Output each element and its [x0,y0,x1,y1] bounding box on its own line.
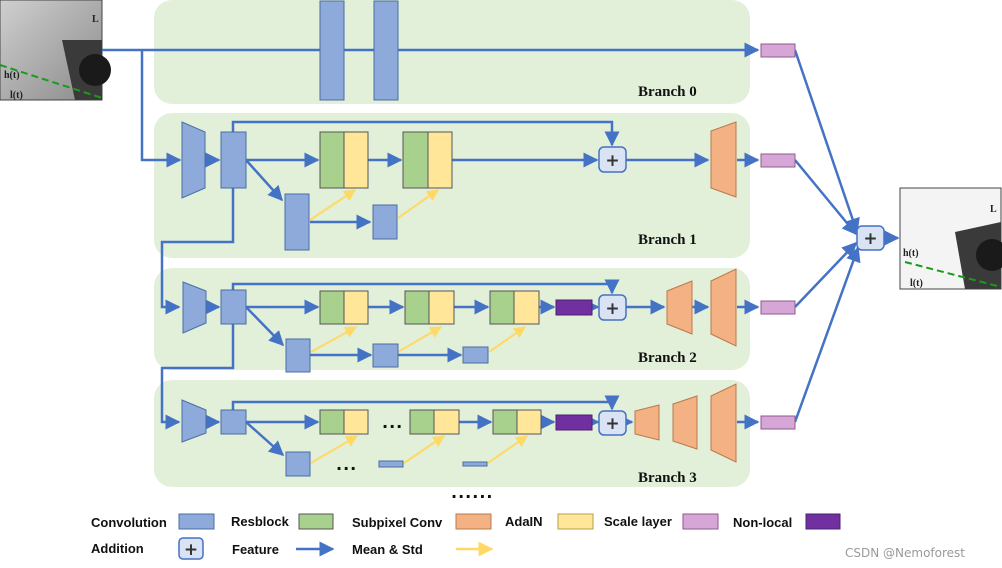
subpixel-conv [710,268,737,347]
convolution-block [373,0,399,101]
output-scale-layer [760,300,796,315]
resblock [319,409,345,435]
convolution-block [462,346,489,364]
final-addition-node: + [856,225,885,251]
output-scale-layer [760,43,796,58]
legend-adain-swatch [557,513,594,530]
scale-layer [513,290,540,325]
encoder-convolution [181,399,207,443]
convolution-block [220,131,247,189]
convolution-block [220,289,247,325]
legend-feature-label: Feature [232,542,279,557]
legend-scale-layer-swatch [682,513,719,530]
encoder-convolution [182,281,207,334]
legend-mean-std-label: Mean & Std [352,542,423,557]
svg-text:+: + [605,151,619,171]
convolution-block [284,193,310,251]
convolution-block [372,204,398,240]
subpixel-conv [672,395,698,450]
svg-text:+: + [184,540,198,560]
resblock [319,290,345,325]
scale-layer [427,131,453,189]
scale-layer [516,409,542,435]
convolution-block [285,338,311,373]
legend-convolution-swatch [178,513,215,530]
legend-subpixel-swatch [455,513,492,530]
legend-scale-layer-label: Scale layer [604,514,672,529]
subpixel-conv [710,121,737,198]
branch-label: Branch 0 [638,84,697,100]
convolution-block [462,461,488,467]
scale-layer [343,290,369,325]
addition-node: + [598,410,627,436]
output-image-label: h(t) [903,248,919,259]
input-image-label: l(t) [10,90,23,101]
resblock [409,409,435,435]
convolution-block [220,409,247,435]
watermark: CSDN @Nemoforest [845,546,965,560]
svg-text:+: + [863,229,877,249]
legend-resblock-label: Resblock [231,514,290,529]
input-image: L h(t) l(t) [0,0,111,101]
output-image: L h(t) l(t) [899,187,1002,290]
legend-adain-label: AdaIN [505,514,543,529]
output-scale-layer [760,153,796,168]
more-branches-ellipsis: ······ [451,487,493,506]
convolution-block [319,0,345,101]
addition-node: + [598,294,627,321]
addition-node: + [598,146,627,173]
input-image-label: h(t) [4,70,20,81]
legend-non-local-label: Non-local [733,515,792,530]
legend-non-local-swatch [805,513,841,530]
legend-addition-label: Addition [91,541,144,556]
scale-layer [343,131,369,189]
encoder-convolution [181,121,206,199]
scale-layer [428,290,455,325]
legend-subpixel-label: Subpixel Conv [352,515,443,530]
non-local-block [555,299,593,316]
resblock [402,131,429,189]
non-local-block [555,414,593,431]
scale-layer [343,409,369,435]
convolution-block [372,343,399,368]
resblock [404,290,430,325]
resblock [492,409,518,435]
legend-addition-swatch: + [178,537,204,560]
svg-text:+: + [605,414,619,434]
legend-resblock-swatch [298,513,334,530]
subpixel-conv [666,280,693,335]
subpixel-conv [634,404,660,441]
convolution-block [378,460,404,468]
branch-label: Branch 3 [638,470,697,486]
block-ellipsis: ··· [382,417,403,436]
mean-std-connections [309,189,528,464]
feature-connections [102,42,900,456]
output-image-label: l(t) [910,278,923,289]
input-image-label: L [92,14,99,25]
scale-layer [433,409,460,435]
convolution-block [285,451,311,477]
legend-convolution-label: Convolution [91,515,167,530]
output-scale-layer [760,415,796,430]
branch-0-panel [154,0,750,104]
block-ellipsis: ··· [336,459,357,478]
branch-label: Branch 2 [638,350,697,366]
svg-text:+: + [605,299,619,319]
legend: Convolution Resblock Subpixel Conv AdaIN… [91,513,841,560]
resblock [489,290,515,325]
resblock [319,131,345,189]
output-image-label: L [990,204,997,215]
subpixel-conv [710,383,737,463]
branch-label: Branch 1 [638,232,697,248]
